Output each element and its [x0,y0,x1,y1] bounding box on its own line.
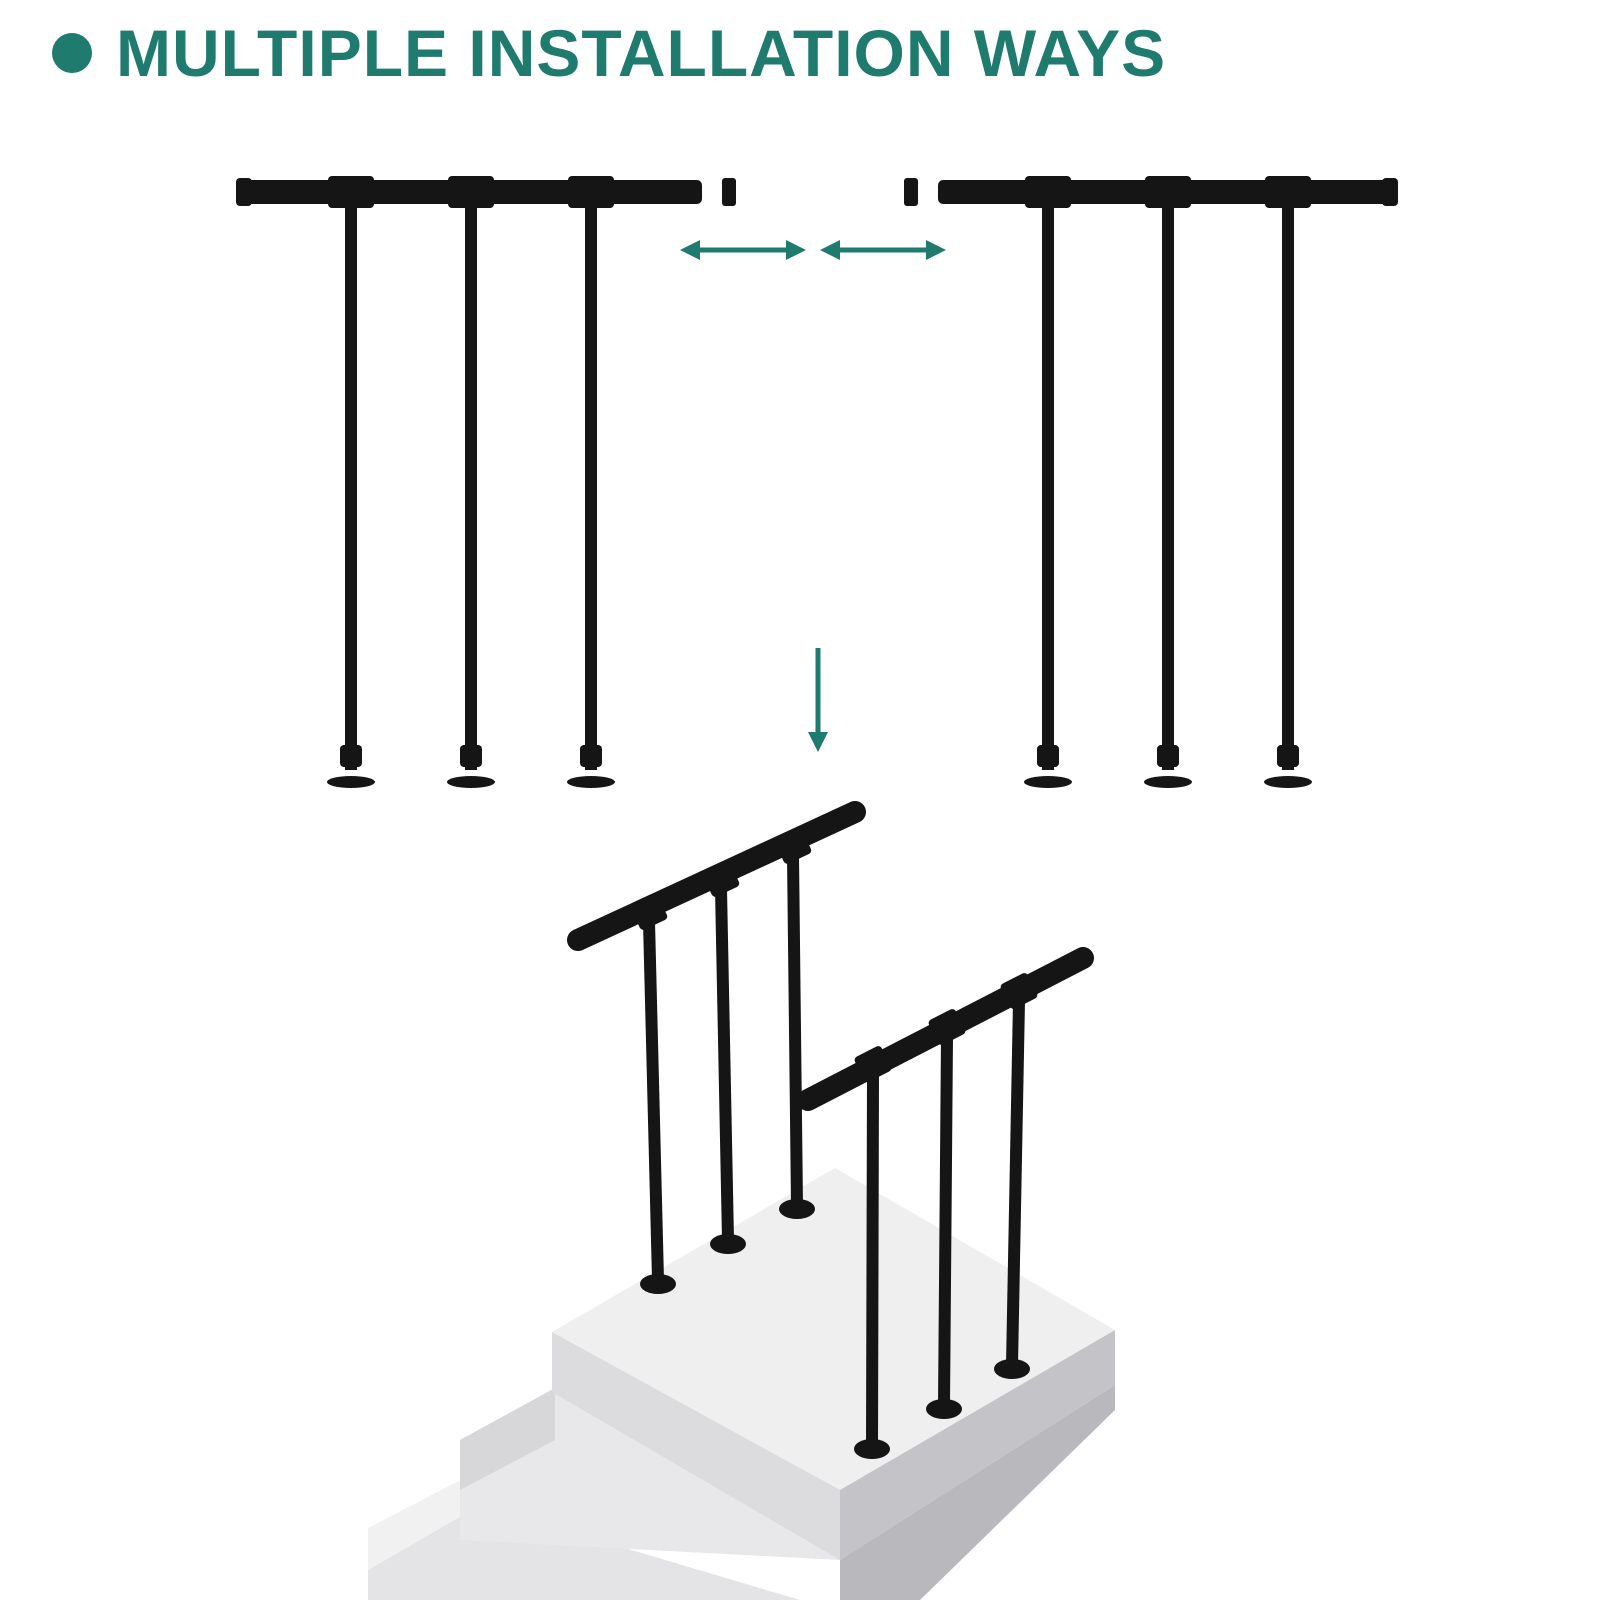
right-connector-icon [904,178,918,206]
page-title: MULTIPLE INSTALLATION WAYS [116,16,1167,90]
heading: MULTIPLE INSTALLATION WAYS [52,20,1166,86]
staircase [368,1168,1115,1600]
assembled-handrail-back [567,801,866,1294]
right-handrail [938,176,1398,788]
bullet-icon [52,33,92,73]
assembled-handrail-front [797,947,1094,1459]
left-handrail [236,176,702,788]
left-connector-icon [722,178,736,206]
